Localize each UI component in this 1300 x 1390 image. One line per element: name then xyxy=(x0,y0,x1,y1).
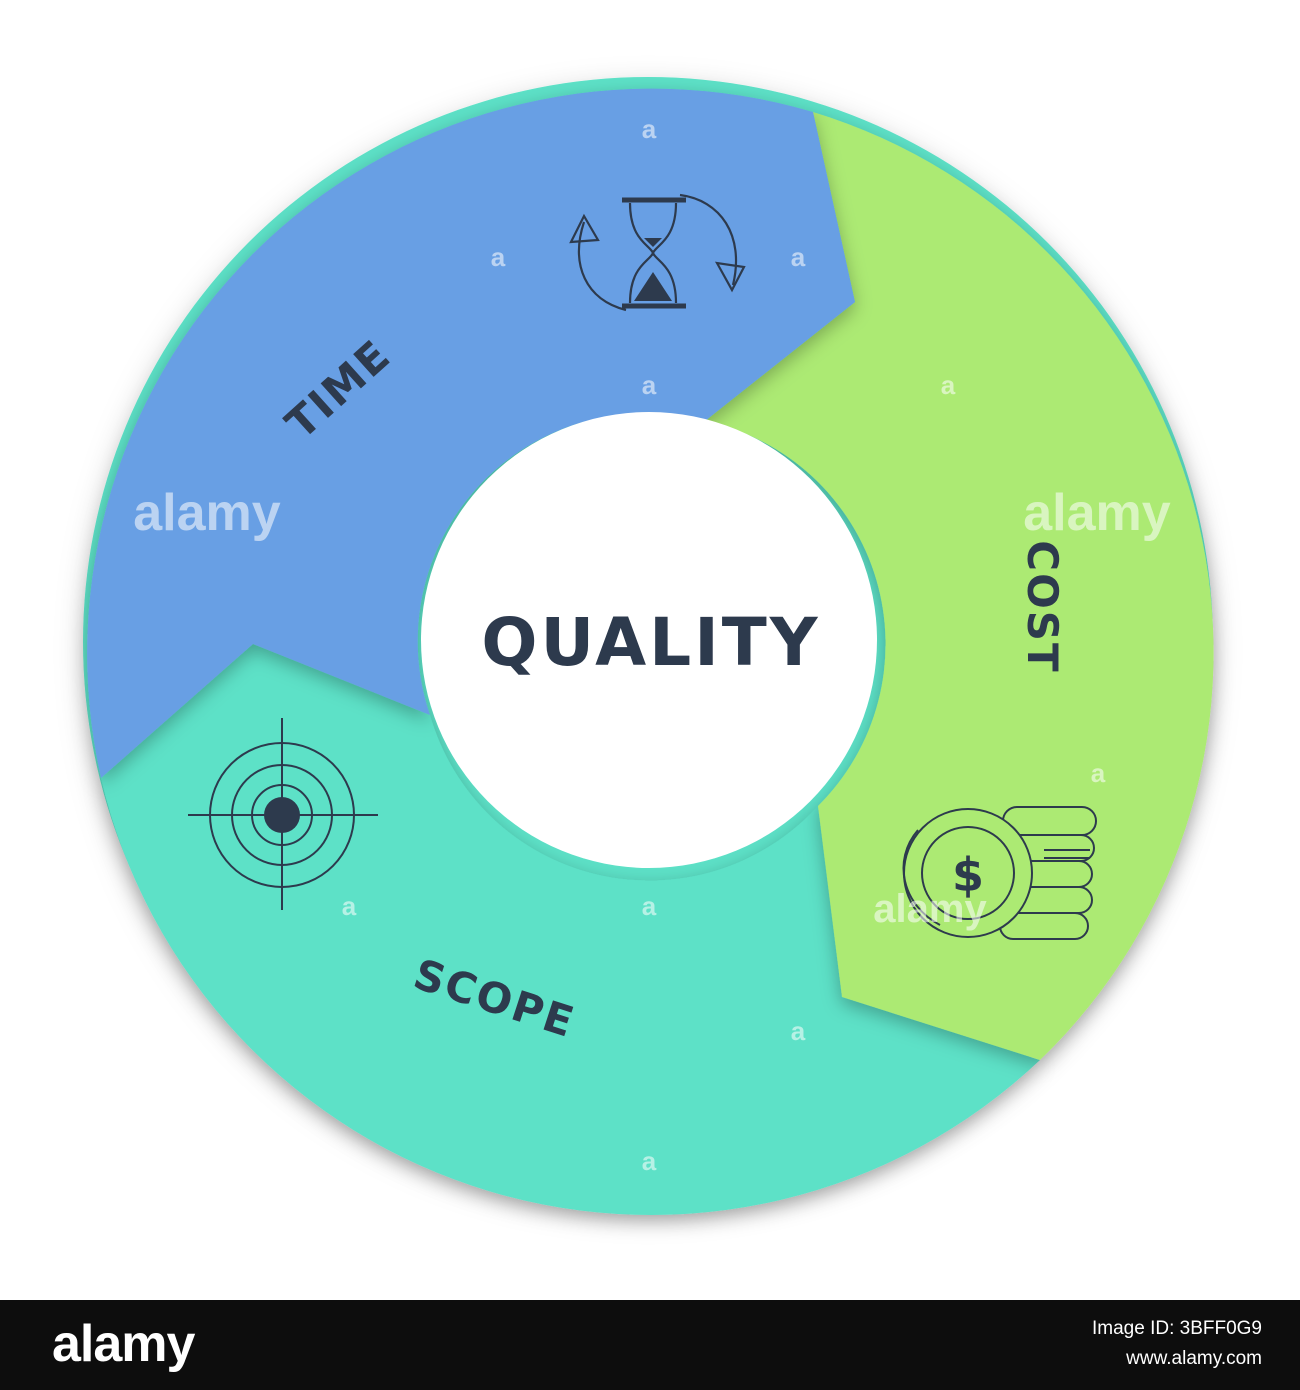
segment-scope xyxy=(101,644,1040,1215)
svg-text:a: a xyxy=(642,370,657,400)
alamy-logo: alamy xyxy=(52,1315,195,1373)
dollar-coins-icon: $ xyxy=(902,806,1097,940)
segment-time xyxy=(87,88,855,779)
watermark-lower-right: alamy xyxy=(873,887,987,931)
target-icon xyxy=(188,718,378,910)
image-id: Image ID: 3BFF0G9 xyxy=(1091,1318,1262,1339)
site-url: www.alamy.com xyxy=(1126,1348,1262,1369)
center-circle xyxy=(421,412,877,868)
svg-text:$: $ xyxy=(952,848,984,902)
svg-text:a: a xyxy=(642,114,657,144)
svg-text:a: a xyxy=(1091,758,1106,788)
hourglass-icon xyxy=(569,193,746,312)
footer-info: Image ID: 3BFF0G9 www.alamy.com xyxy=(1092,1314,1262,1374)
center-label: QUALITY xyxy=(481,604,820,681)
segment-label-cost: COST xyxy=(1018,540,1067,673)
svg-text:a: a xyxy=(941,370,956,400)
segment-cost xyxy=(705,112,1214,1060)
svg-text:a: a xyxy=(791,242,806,272)
svg-text:a: a xyxy=(642,1146,657,1176)
quality-cycle-diagram: QUALITY TIME COST SCOPE $ xyxy=(83,77,1214,1215)
watermark-small-marks: a a a a a a a a a a xyxy=(342,114,1106,1176)
svg-text:a: a xyxy=(791,1016,806,1046)
svg-text:a: a xyxy=(342,891,357,921)
svg-text:a: a xyxy=(642,891,657,921)
footer-bar: alamy Image ID: 3BFF0G9 www.alamy.com xyxy=(0,1300,1300,1390)
watermark-left: alamy xyxy=(133,484,281,542)
svg-text:a: a xyxy=(491,242,506,272)
watermark-right: alamy xyxy=(1023,484,1171,542)
